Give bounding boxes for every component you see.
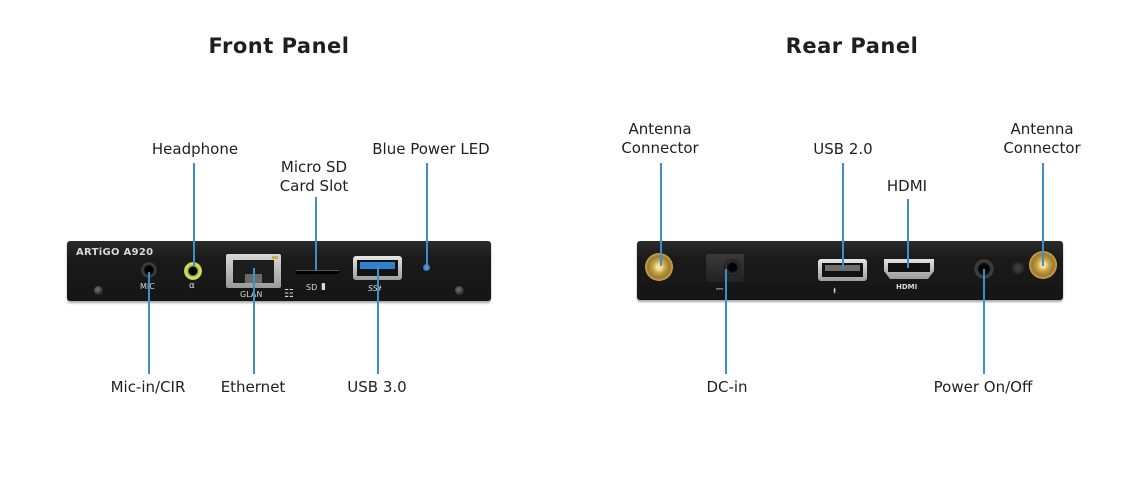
network-icon: ☷ [284,287,294,300]
front-right-screw [455,286,464,295]
blue-led-leader [426,163,428,266]
hdmi-port-label: HDMI [896,283,918,291]
headphone-leader [193,163,195,266]
dc-symbol-icon: ⎓ [716,285,724,295]
headphone-icon: ⍺ [189,281,195,291]
usb3-ss-icon: SS⭽ [368,284,381,293]
sd-port-label: SD [306,283,318,292]
ethernet-leader [253,268,255,374]
mic-jack [141,262,157,278]
headphone-jack [184,262,202,280]
micro-sd-leader [315,197,317,270]
sd-card-icon: ▮ [321,282,326,292]
hdmi-port [884,259,934,279]
usb-icon: ⭽ [833,287,837,297]
antenna-left-callout: Antenna Connector [621,120,699,157]
mic-port-label: MIC [140,282,155,291]
ethernet-callout: Ethernet [220,378,286,396]
dc-in-leader [725,269,727,374]
hdmi-callout: HDMI [886,177,928,195]
headphone-callout: Headphone [151,140,239,158]
micro-sd-callout: Micro SD Card Slot [279,158,349,195]
mic-in-leader [148,272,150,374]
front-left-screw [94,286,103,295]
usb2-leader [842,163,844,268]
brand-label: ARTiGO A920 [76,247,154,258]
antenna-right-leader [1042,163,1044,266]
front-panel-title: Front Panel [208,34,350,58]
power-leader [983,269,985,374]
rear-panel-title: Rear Panel [785,34,919,58]
dc-in-callout: DC-in [706,378,748,396]
antenna-right-callout: Antenna Connector [1003,120,1081,157]
blue-led-callout: Blue Power LED [372,140,490,158]
antenna-left-leader [660,163,662,266]
hdmi-leader [907,199,909,268]
rear-screw [1012,262,1024,274]
glan-port-label: GLAN [240,290,263,299]
usb3-leader [377,266,379,374]
usb3-callout: USB 3.0 [347,378,407,396]
usb2-port [818,259,867,281]
antenna-left-connector [645,253,673,281]
micro-sd-slot [296,270,339,274]
mic-in-callout: Mic-in/CIR [110,378,186,396]
usb2-callout: USB 2.0 [813,140,873,158]
power-callout: Power On/Off [933,378,1033,396]
blue-power-led [423,264,430,271]
